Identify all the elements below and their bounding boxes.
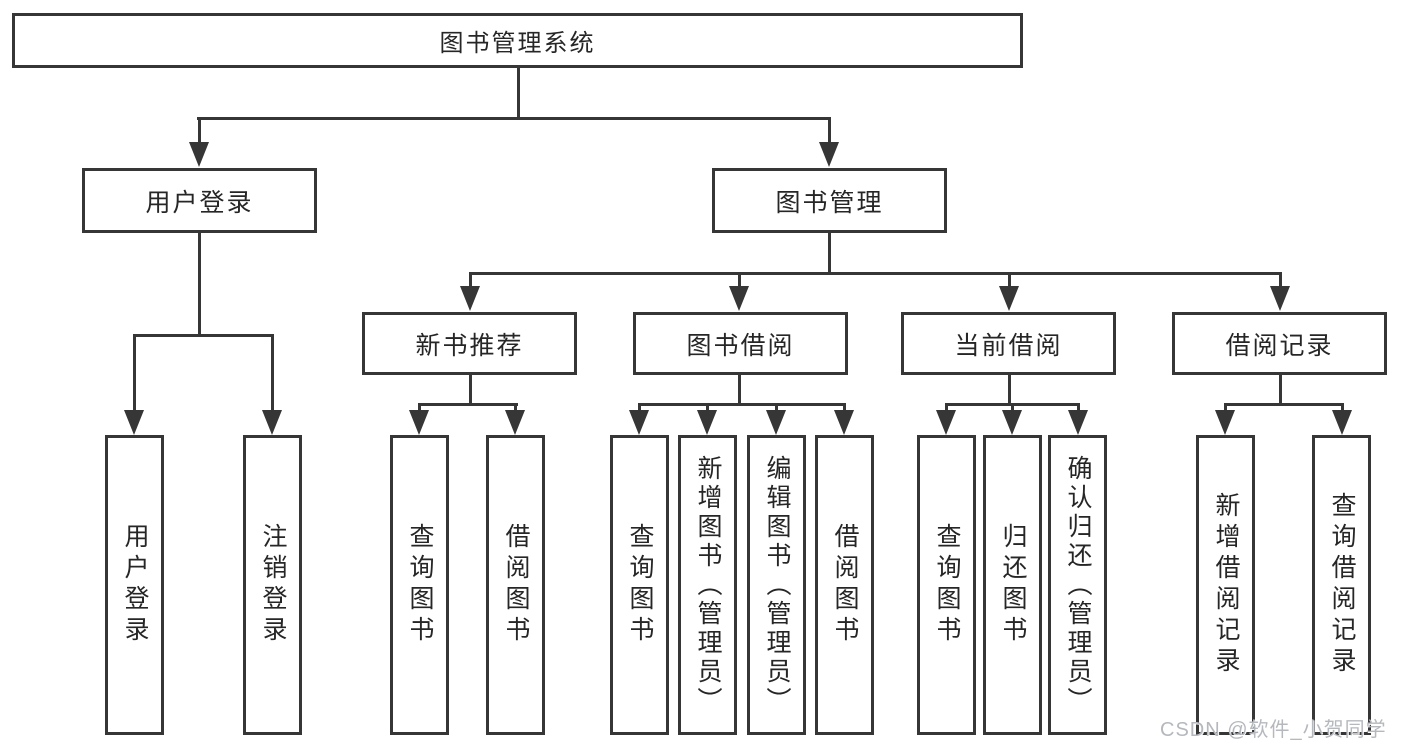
connector-line: [197, 117, 831, 120]
connector-line: [133, 334, 136, 412]
leaf-cb-return-books-label: 归还图书: [999, 523, 1027, 647]
connector-line: [828, 117, 831, 145]
connector-line: [843, 403, 846, 411]
node-current-borrow-label: 当前借阅: [954, 331, 1063, 360]
connector-line: [517, 68, 520, 118]
node-new-book-recommend-label: 新书推荐: [415, 331, 524, 360]
connector-line: [1008, 272, 1011, 288]
arrowhead-down-icon: [999, 286, 1019, 311]
connector-line: [198, 117, 201, 145]
arrowhead-down-icon: [697, 410, 717, 435]
connector-line: [469, 375, 472, 404]
leaf-cb-query-books-label: 查询图书: [933, 523, 961, 647]
leaf-bb-add-books-admin-label: 新增图书（管理员）: [694, 454, 722, 716]
connector-line: [418, 403, 421, 411]
connector-line: [133, 334, 274, 337]
leaf-br-query-record-label: 查询借阅记录: [1328, 492, 1356, 678]
node-root: 图书管理系统: [12, 13, 1023, 68]
connector-line: [469, 272, 472, 288]
leaf-nbr-query-books: 查询图书: [390, 435, 449, 735]
node-root-label: 图书管理系统: [439, 30, 596, 57]
arrowhead-down-icon: [766, 410, 786, 435]
leaf-nbr-borrow-books-label: 借阅图书: [502, 523, 530, 647]
connector-line: [638, 403, 641, 411]
connector-line: [198, 233, 201, 335]
node-book-borrow-label: 图书借阅: [686, 331, 795, 360]
arrowhead-down-icon: [729, 286, 749, 311]
node-new-book-recommend: 新书推荐: [362, 312, 577, 375]
connector-line: [738, 375, 741, 404]
connector-line: [638, 403, 846, 406]
leaf-cb-return-books: 归还图书: [983, 435, 1042, 735]
connector-line: [775, 403, 778, 411]
connector-line: [1279, 375, 1282, 404]
arrowhead-down-icon: [124, 410, 144, 435]
connector-line: [706, 403, 709, 411]
leaf-user-login-label: 用户登录: [121, 523, 149, 647]
connector-line: [418, 403, 518, 406]
node-current-borrow: 当前借阅: [901, 312, 1116, 375]
leaf-bb-borrow-books: 借阅图书: [815, 435, 874, 735]
arrowhead-down-icon: [505, 410, 525, 435]
arrowhead-down-icon: [1215, 410, 1235, 435]
connector-line: [828, 233, 831, 273]
arrowhead-down-icon: [189, 142, 209, 167]
leaf-bb-edit-books-admin-label: 编辑图书（管理员）: [763, 454, 791, 716]
node-borrow-records: 借阅记录: [1172, 312, 1387, 375]
connector-line: [1008, 375, 1011, 404]
leaf-user-login: 用户登录: [105, 435, 164, 735]
connector-line: [1077, 403, 1080, 411]
arrowhead-down-icon: [819, 142, 839, 167]
connector-line: [1341, 403, 1344, 411]
arrowhead-down-icon: [1332, 410, 1352, 435]
leaf-bb-edit-books-admin: 编辑图书（管理员）: [747, 435, 806, 735]
node-borrow-records-label: 借阅记录: [1225, 331, 1334, 360]
leaf-br-add-record-label: 新增借阅记录: [1212, 492, 1240, 678]
connector-line: [1279, 272, 1282, 288]
leaf-bb-query-books: 查询图书: [610, 435, 669, 735]
arrowhead-down-icon: [936, 410, 956, 435]
leaf-bb-borrow-books-label: 借阅图书: [831, 523, 859, 647]
connector-line: [514, 403, 517, 411]
leaf-nbr-borrow-books: 借阅图书: [486, 435, 545, 735]
leaf-logout: 注销登录: [243, 435, 302, 735]
csdn-watermark: CSDN @软件_小贺同学: [1160, 719, 1387, 741]
connector-line: [1224, 403, 1227, 411]
leaf-cb-query-books: 查询图书: [917, 435, 976, 735]
connector-line: [271, 334, 274, 412]
node-user-login-label: 用户登录: [145, 188, 254, 217]
node-user-login: 用户登录: [82, 168, 317, 233]
leaf-cb-confirm-return-admin: 确认归还（管理员）: [1048, 435, 1107, 735]
leaf-nbr-query-books-label: 查询图书: [406, 523, 434, 647]
node-book-management: 图书管理: [712, 168, 947, 233]
connector-line: [469, 272, 1282, 275]
arrowhead-down-icon: [1270, 286, 1290, 311]
arrowhead-down-icon: [1002, 410, 1022, 435]
arrowhead-down-icon: [460, 286, 480, 311]
leaf-bb-query-books-label: 查询图书: [626, 523, 654, 647]
leaf-br-add-record: 新增借阅记录: [1196, 435, 1255, 735]
arrowhead-down-icon: [834, 410, 854, 435]
leaf-cb-confirm-return-admin-label: 确认归还（管理员）: [1064, 454, 1092, 716]
arrowhead-down-icon: [409, 410, 429, 435]
leaf-bb-add-books-admin: 新增图书（管理员）: [678, 435, 737, 735]
connector-line: [1224, 403, 1344, 406]
connector-line: [738, 272, 741, 288]
node-book-management-label: 图书管理: [775, 188, 884, 217]
leaf-logout-label: 注销登录: [259, 523, 287, 647]
connector-line: [945, 403, 948, 411]
arrowhead-down-icon: [262, 410, 282, 435]
arrowhead-down-icon: [1068, 410, 1088, 435]
arrowhead-down-icon: [629, 410, 649, 435]
node-book-borrow: 图书借阅: [633, 312, 848, 375]
connector-line: [1011, 403, 1014, 411]
leaf-br-query-record: 查询借阅记录: [1312, 435, 1371, 735]
